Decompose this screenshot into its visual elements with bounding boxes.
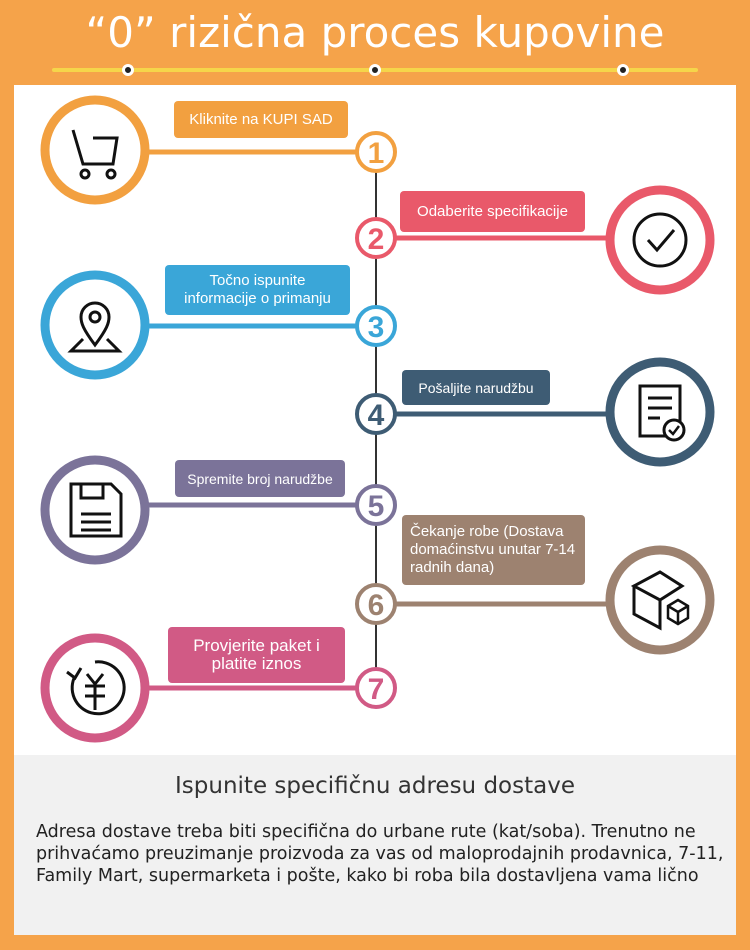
step-icon-circle [40,95,150,205]
document-check-icon [638,384,686,442]
step-1: 1 [40,95,397,205]
step-number-circle [355,583,397,625]
step-number: 1 [368,137,385,170]
step-5: 5 [40,455,397,565]
step-label: Čekanje robe (Dostava domaćinstvu unutar… [402,515,585,585]
step-6: 6 [355,545,715,655]
floppy-disk-icon [69,482,123,538]
step-3: 3 [40,270,397,380]
step-number: 7 [368,673,385,706]
yen-payment-icon [66,660,126,716]
step-7: 7 [40,633,397,743]
notice-body: Adresa dostave treba biti specifična do … [36,822,724,886]
step-label: Provjerite paket i platite iznos [168,627,345,683]
step-label: Pošaljite narudžbu [402,370,550,405]
delivery-notice: Ispunite specifičnu adresu dostave Adres… [14,755,736,935]
package-box-icon [630,570,690,631]
step-number: 3 [368,311,385,344]
step-number-circle [355,393,397,435]
divider-dot [369,64,381,76]
step-number: 4 [368,399,385,432]
step-icon-circle [605,185,715,295]
check-circle-icon [632,212,688,268]
step-2: 2 [355,185,715,295]
step-number: 6 [368,589,385,622]
step-number-circle [355,484,397,526]
step-4: 4 [355,357,715,467]
divider-dot [122,64,134,76]
divider-dot [617,64,629,76]
location-pin-icon [67,301,123,353]
shopping-cart-icon [71,129,119,180]
step-icon-circle [40,270,150,380]
page-title: “0” rizična proces kupovine [85,8,665,57]
step-number: 5 [368,490,385,523]
step-label: Spremite broj narudžbe [175,460,345,497]
step-number-circle [355,217,397,259]
step-label: Točno ispunite informacije o primanju [165,265,350,315]
step-label: Kliknite na KUPI SAD [174,101,348,138]
step-number-circle [355,131,397,173]
step-number: 2 [368,223,385,256]
step-number-circle [355,305,397,347]
step-number-circle [355,667,397,709]
step-icon-circle [605,357,715,467]
step-label: Odaberite specifikacije [400,191,585,232]
notice-title: Ispunite specifičnu adresu dostave [175,773,575,799]
step-icon-circle [40,455,150,565]
